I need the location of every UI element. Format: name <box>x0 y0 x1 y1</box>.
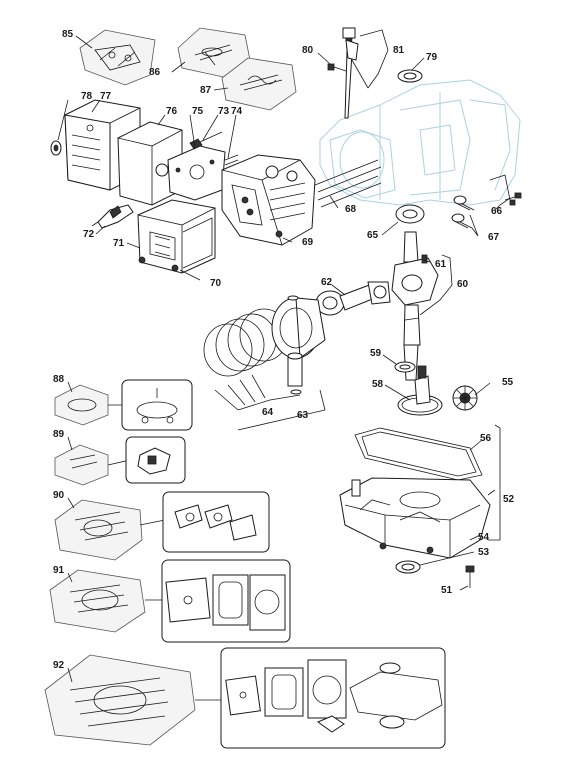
part-92-kit <box>44 647 446 749</box>
label-64: 64 <box>262 407 274 418</box>
part-51-bolt <box>465 565 475 588</box>
part-59-seal <box>394 361 416 373</box>
part-88-kit <box>54 379 193 431</box>
label-53: 53 <box>478 547 490 558</box>
part-73-bolt <box>189 131 223 150</box>
leader-lines <box>57 29 511 683</box>
label-87: 87 <box>200 85 212 96</box>
label-55: 55 <box>502 377 514 388</box>
label-68: 68 <box>345 204 357 215</box>
part-63-piston <box>271 295 326 395</box>
part-60-crankshaft <box>391 231 439 381</box>
part-87-bag <box>221 57 297 111</box>
part-number-labels: 85 86 87 80 81 79 78 77 76 75 73 74 72 7… <box>53 29 515 671</box>
part-79-seal <box>397 69 423 83</box>
label-79: 79 <box>426 52 438 63</box>
label-88: 88 <box>53 374 65 385</box>
label-76: 76 <box>166 106 178 117</box>
label-75: 75 <box>192 106 204 117</box>
label-92: 92 <box>53 660 65 671</box>
label-54: 54 <box>478 532 490 543</box>
label-73: 73 <box>218 106 230 117</box>
label-80: 80 <box>302 45 314 56</box>
label-62: 62 <box>321 277 333 288</box>
part-85-bag <box>79 29 156 86</box>
part-67-tappets <box>451 195 475 229</box>
part-91-kit <box>49 559 291 643</box>
part-70-gasket <box>182 217 213 269</box>
part-90-kit <box>54 491 270 561</box>
label-89: 89 <box>53 429 65 440</box>
part-56-gasket <box>354 427 483 481</box>
part-72-spark-plug <box>91 204 134 229</box>
label-52: 52 <box>503 494 515 505</box>
part-76-muffler <box>117 121 183 206</box>
label-65: 65 <box>367 230 379 241</box>
label-60: 60 <box>457 279 469 290</box>
part-65-bearing <box>395 204 425 224</box>
label-90: 90 <box>53 490 65 501</box>
part-71-valve-cover <box>137 199 216 274</box>
label-70: 70 <box>210 278 222 289</box>
label-63: 63 <box>297 410 309 421</box>
part-78-plug <box>50 140 62 156</box>
label-86: 86 <box>149 67 161 78</box>
part-52-crankcase <box>339 477 491 559</box>
label-85: 85 <box>62 29 74 40</box>
part-55-gear <box>452 385 478 411</box>
label-81: 81 <box>393 45 405 56</box>
label-67: 67 <box>488 232 500 243</box>
label-61: 61 <box>435 259 447 270</box>
label-77: 77 <box>100 91 112 102</box>
part-74-stud <box>224 154 239 166</box>
part-58-camshaft <box>397 365 443 416</box>
label-56: 56 <box>480 433 492 444</box>
label-91: 91 <box>53 565 65 576</box>
part-69-cylinder-head <box>221 154 316 246</box>
part-68-pushrods <box>314 159 382 208</box>
label-59: 59 <box>370 348 382 359</box>
label-58: 58 <box>372 379 384 390</box>
part-61-key <box>421 254 428 264</box>
label-74: 74 <box>231 106 243 117</box>
label-69: 69 <box>302 237 314 248</box>
part-89-kit <box>54 436 186 486</box>
engine-block-ghost <box>319 79 521 206</box>
label-51: 51 <box>441 585 453 596</box>
part-53-seal <box>395 560 421 574</box>
part-86-bag <box>177 27 251 79</box>
part-66-governor-arm <box>489 174 522 206</box>
label-78: 78 <box>81 91 93 102</box>
label-66: 66 <box>491 206 503 217</box>
label-72: 72 <box>83 229 95 240</box>
part-81-dipstick <box>342 27 369 119</box>
part-62-connecting-rod <box>315 281 391 316</box>
label-71: 71 <box>113 238 125 249</box>
part-80-bolt <box>327 63 347 72</box>
